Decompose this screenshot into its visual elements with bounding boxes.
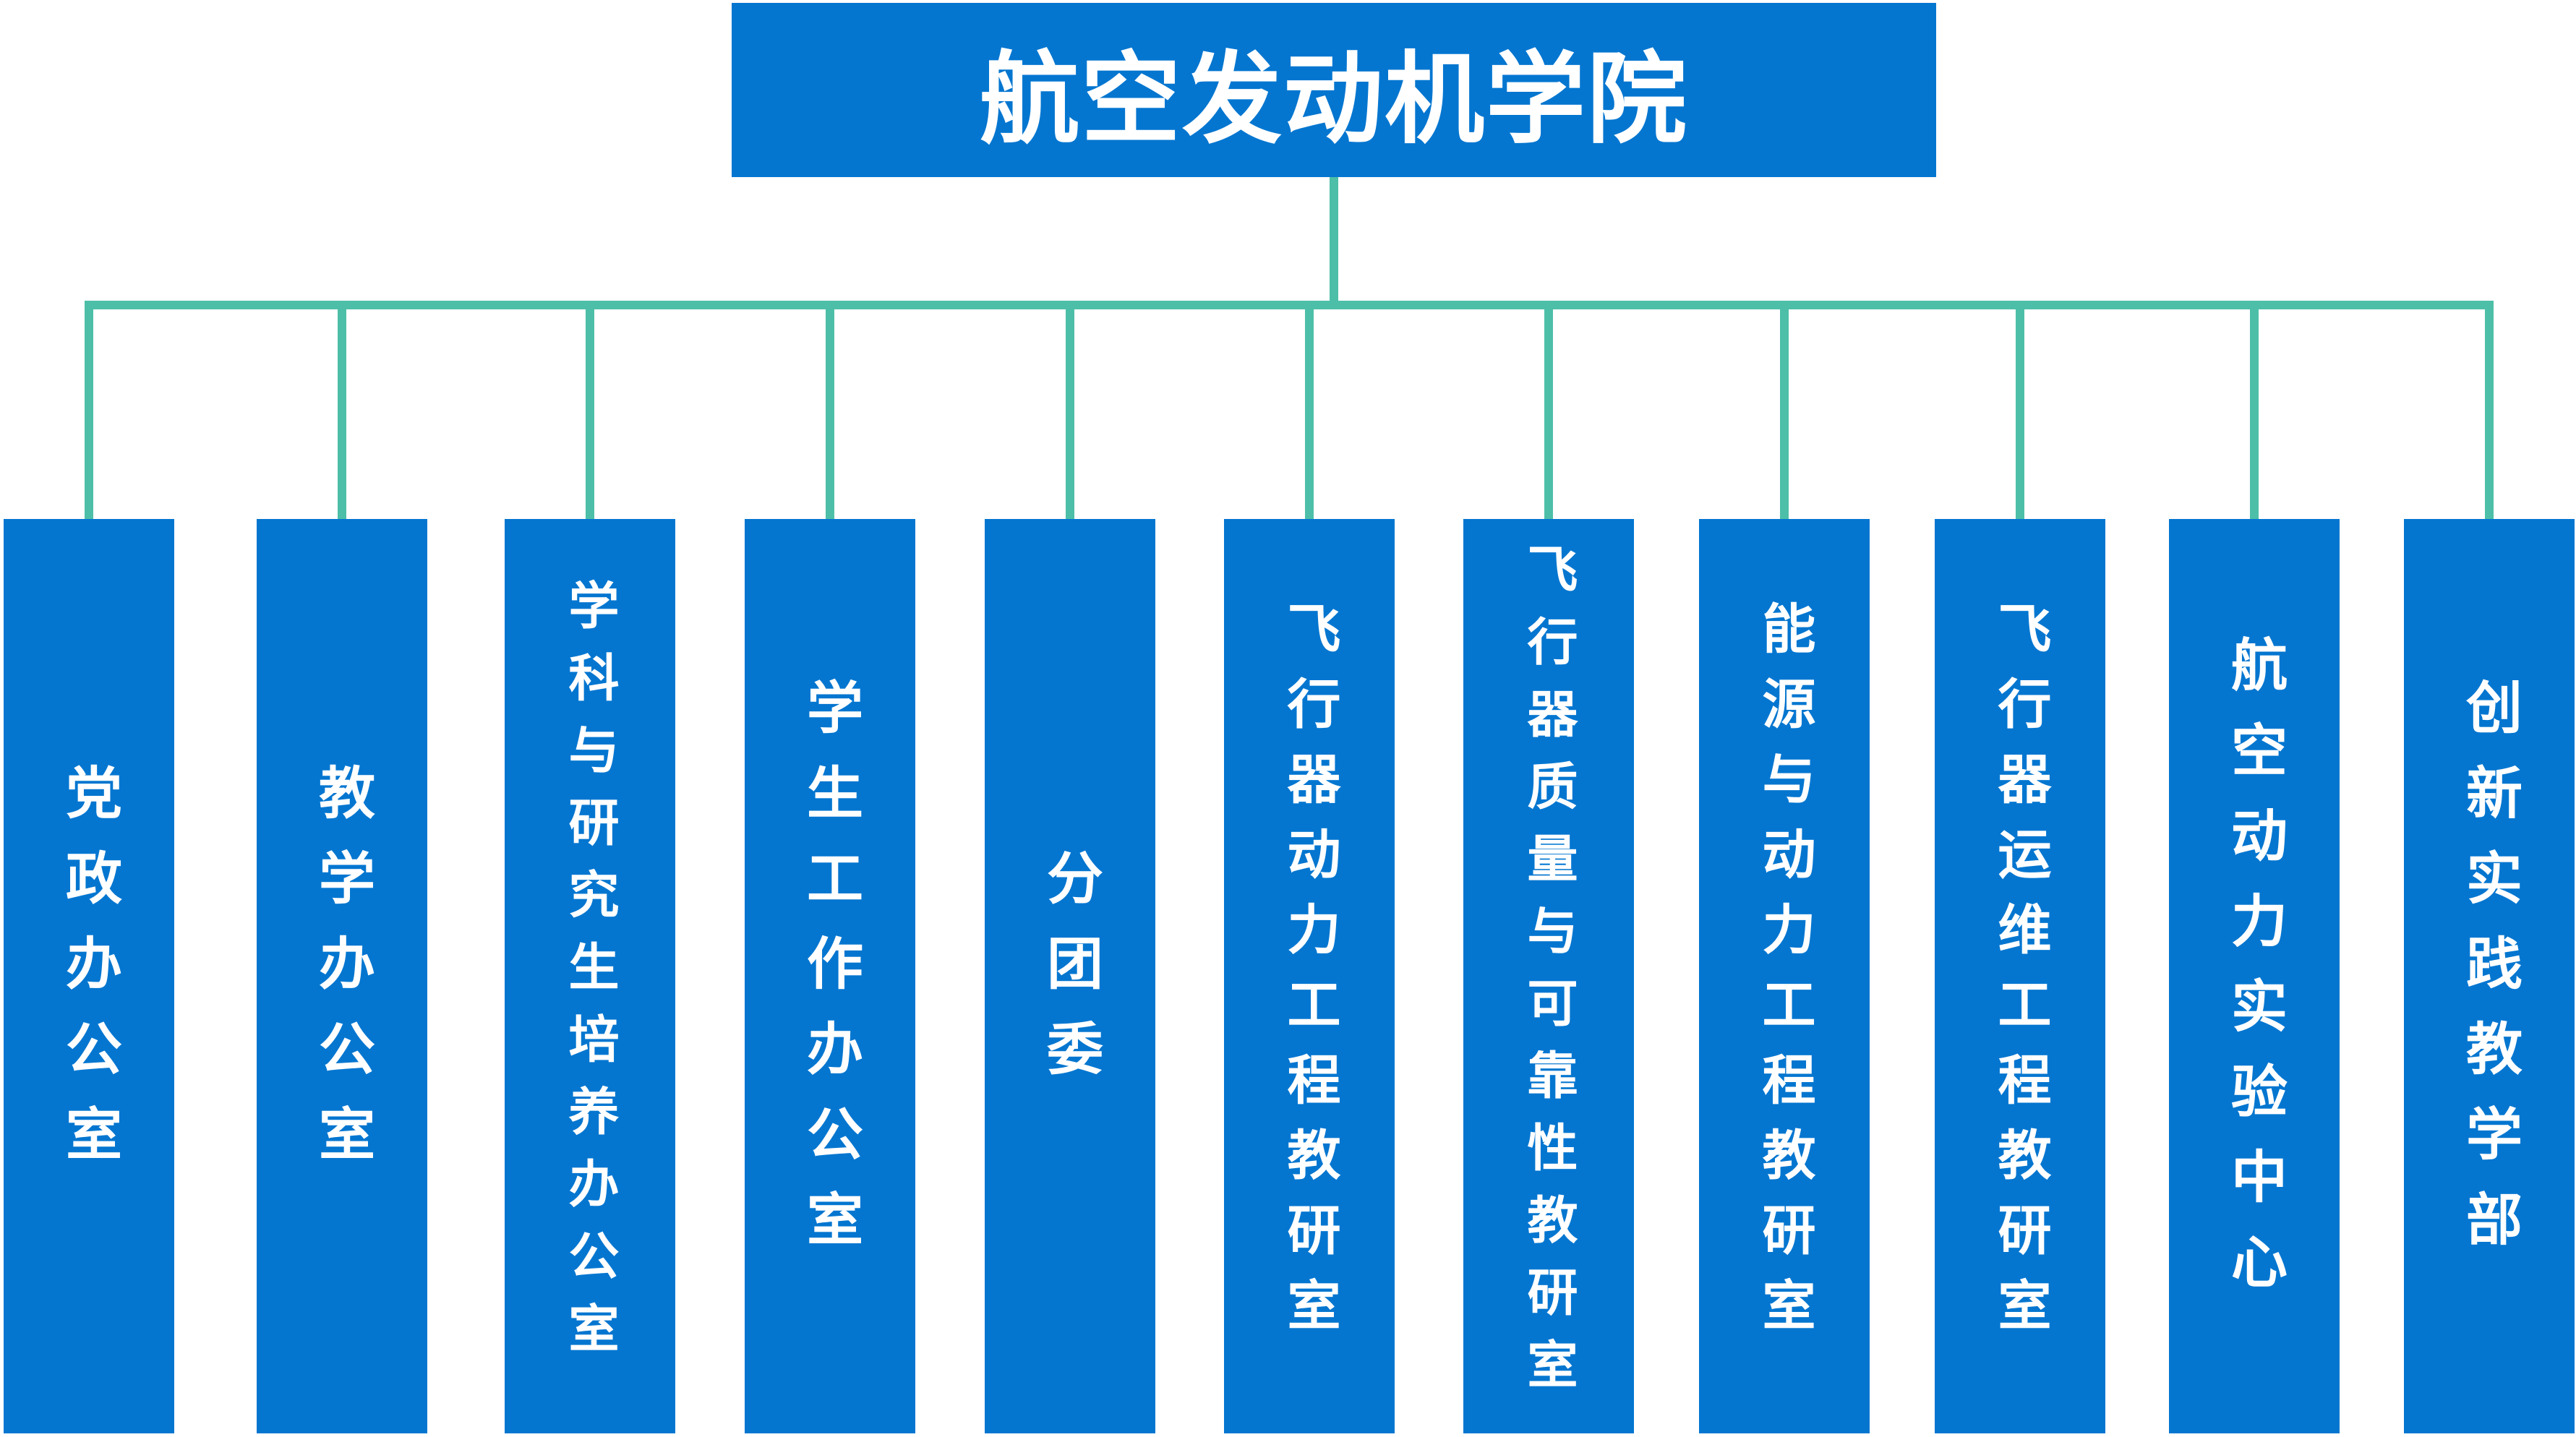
unit-box-propulsion-engineering: 飞行器动力工程教研室 bbox=[1224, 519, 1395, 1433]
unit-box-party-office: 党政办公室 bbox=[4, 519, 174, 1433]
unit-box-teaching-office: 教学办公室 bbox=[257, 519, 427, 1433]
unit-box-graduate-office: 学科与研究生培养办公室 bbox=[505, 519, 675, 1433]
unit-label: 学科与研究生培养办公室 bbox=[560, 578, 620, 1374]
unit-box-experiment-center: 航空动力实验中心 bbox=[2169, 519, 2340, 1433]
unit-label: 能源与动力工程教研室 bbox=[1753, 600, 1815, 1352]
unit-label: 创新实践教学部 bbox=[2457, 677, 2522, 1275]
unit-box-student-affairs-office: 学生工作办公室 bbox=[745, 519, 915, 1433]
unit-box-innovation-practice: 创新实践教学部 bbox=[2404, 519, 2575, 1433]
unit-box-energy-power: 能源与动力工程教研室 bbox=[1699, 519, 1870, 1433]
unit-label: 飞行器运维工程教研室 bbox=[1989, 600, 2051, 1352]
unit-box-maintenance-engineering: 飞行器运维工程教研室 bbox=[1935, 519, 2105, 1433]
unit-label: 党政办公室 bbox=[56, 763, 121, 1190]
unit-box-youth-league: 分团委 bbox=[985, 519, 1155, 1433]
unit-label: 学生工作办公室 bbox=[797, 677, 863, 1275]
unit-label: 分团委 bbox=[1037, 848, 1103, 1104]
unit-box-quality-reliability: 飞行器质量与可靠性教研室 bbox=[1463, 519, 1634, 1433]
root-node-label: 航空发动机学院 bbox=[979, 40, 1688, 158]
unit-label: 航空动力实验中心 bbox=[2222, 635, 2287, 1318]
unit-label: 教学办公室 bbox=[309, 763, 375, 1190]
root-node-box: 航空发动机学院 bbox=[732, 3, 1936, 177]
unit-label: 飞行器质量与可靠性教研室 bbox=[1519, 542, 1578, 1410]
unit-label: 飞行器动力工程教研室 bbox=[1278, 600, 1340, 1352]
